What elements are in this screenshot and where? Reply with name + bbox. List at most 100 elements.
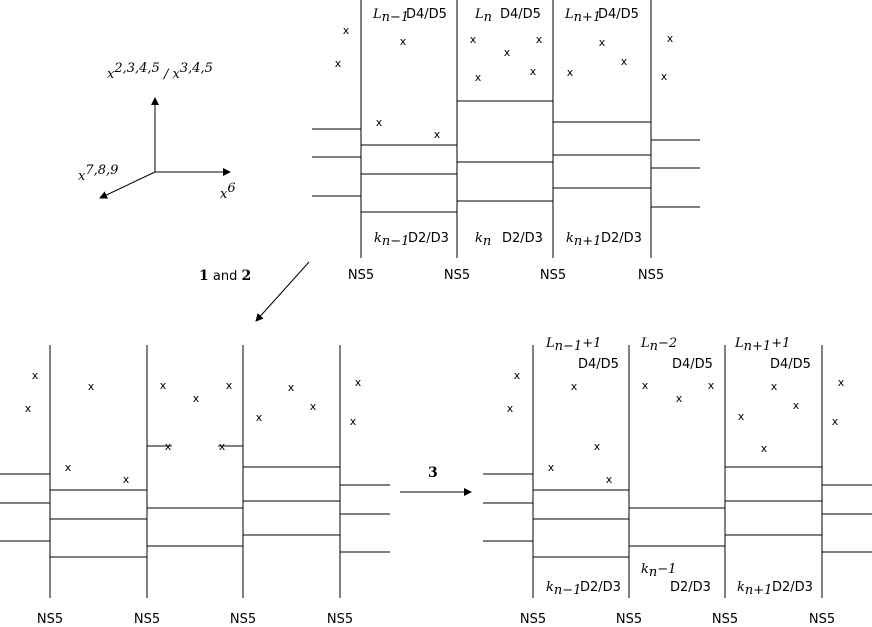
label-k-n+1: kn+1: [566, 231, 601, 249]
axis-label-depth: x7,8,9: [78, 163, 118, 184]
d6-brane-cross: x: [288, 381, 295, 394]
label-d2d3-1: D2/D3: [408, 231, 449, 246]
d6-brane-cross: x: [514, 369, 521, 382]
d6-brane-cross: x: [160, 379, 167, 392]
step-3-label: 3: [428, 465, 438, 481]
result-configuration: x x x x x x x x x x x x x x x Ln−1+1 D4/…: [483, 336, 872, 627]
d6-brane-cross: x: [536, 33, 543, 46]
ns5-label: NS5: [230, 612, 256, 627]
label-k-n: kn: [475, 231, 491, 249]
arrow-step-12: [255, 261, 310, 322]
d6-crosses-top: x x x x x x x x x x x x x x x: [335, 24, 674, 141]
d6-brane-cross: x: [832, 415, 839, 428]
label-L-n+1: Ln+1: [564, 7, 601, 25]
label-k-n-minus-1: kn−1: [641, 562, 676, 580]
d6-brane-cross: x: [504, 46, 511, 59]
d6-brane-cross: x: [470, 33, 477, 46]
d6-brane-cross: x: [793, 399, 800, 412]
d6-brane-cross: x: [226, 379, 233, 392]
label-d4d5-2: D4/D5: [500, 7, 541, 22]
label-L-n-1: Ln−1: [372, 7, 409, 25]
label-L-n-1-plus-1: Ln−1+1: [545, 336, 601, 354]
ns5-label: NS5: [327, 612, 353, 627]
axis-label-vertical: x2,3,4,5 / x3,4,5: [107, 61, 213, 82]
step-12-label: 1 and 2: [199, 268, 251, 284]
d6-brane-cross: x: [256, 411, 263, 424]
d6-brane-cross: x: [661, 70, 668, 83]
d6-brane-cross: x: [32, 369, 39, 382]
ns5-label: NS5: [809, 612, 835, 627]
d6-brane-cross: x: [376, 116, 383, 129]
label-k-n+1-r: kn+1: [737, 580, 772, 598]
d6-brane-cross: x: [606, 473, 613, 486]
ns5-label: NS5: [520, 612, 546, 627]
label-d2d3-r1: D2/D3: [580, 580, 621, 595]
top-configuration: x x x x x x x x x x x x x x x Ln−1 D4/D5…: [312, 0, 700, 283]
d6-brane-cross: x: [667, 32, 674, 45]
d6-brane-cross: x: [88, 380, 95, 393]
ns5-label: NS5: [444, 268, 470, 283]
d6-brane-cross: x: [507, 402, 514, 415]
label-d4d5-r1: D4/D5: [578, 357, 619, 372]
d6-brane-cross: x: [594, 440, 601, 453]
d6-brane-cross: x: [310, 400, 317, 413]
label-k-n-1-r: kn−1: [546, 580, 581, 598]
d6-brane-cross: x: [193, 392, 200, 405]
coordinate-axes: x2,3,4,5 / x3,4,5 x7,8,9 x6: [78, 61, 236, 202]
ns5-label: NS5: [540, 268, 566, 283]
d6-brane-cross: x: [343, 24, 350, 37]
horizontal-branes: [483, 466, 872, 558]
label-L-n: Ln: [474, 7, 492, 25]
d6-brane-cross: x: [400, 35, 407, 48]
d6-brane-cross: x: [642, 379, 649, 392]
d6-brane-cross: x: [530, 65, 537, 78]
step-1-2: 1 and 2: [199, 261, 310, 322]
label-d2d3-2: D2/D3: [502, 231, 543, 246]
label-d4d5-1: D4/D5: [406, 7, 447, 22]
axis-label-horizontal: x6: [220, 181, 236, 202]
d6-brane-cross: x: [123, 473, 130, 486]
d6-brane-cross: x: [771, 380, 778, 393]
d6-brane-cross: x: [434, 128, 441, 141]
d6-brane-cross: x: [25, 402, 32, 415]
horizontal-branes: [0, 445, 390, 558]
d6-brane-cross: x: [335, 57, 342, 70]
label-d4d5-r2: D4/D5: [672, 357, 713, 372]
d6-brane-cross: x: [599, 36, 606, 49]
middle-configuration: x x x x x x x x x x x x x x x NS5 NS5 NS…: [0, 345, 390, 627]
label-k-n-1: kn−1: [374, 231, 409, 249]
label-d2d3-r3: D2/D3: [772, 580, 813, 595]
d6-brane-cross: x: [676, 392, 683, 405]
d6-brane-cross: x: [621, 55, 628, 68]
ns5-label: NS5: [616, 612, 642, 627]
depth-axis: [99, 171, 156, 199]
label-d4d5-3: D4/D5: [598, 7, 639, 22]
d6-brane-cross: x: [165, 440, 172, 453]
ns5-label: NS5: [638, 268, 664, 283]
d6-brane-cross: x: [571, 380, 578, 393]
step-3: 3: [400, 465, 472, 496]
d6-brane-cross: x: [219, 440, 226, 453]
label-d4d5-r3: D4/D5: [770, 357, 811, 372]
ns5-label: NS5: [348, 268, 374, 283]
ns5-label: NS5: [134, 612, 160, 627]
label-L-n+1-plus-1: Ln+1+1: [734, 336, 790, 354]
d6-crosses-result: x x x x x x x x x x x x x x x: [507, 369, 845, 486]
d6-brane-cross: x: [567, 66, 574, 79]
label-d2d3-r2: D2/D3: [670, 580, 711, 595]
ns5-label: NS5: [37, 612, 63, 627]
d6-crosses-middle: x x x x x x x x x x x x x x x: [25, 369, 362, 486]
d6-brane-cross: x: [738, 410, 745, 423]
ns5-label: NS5: [712, 612, 738, 627]
d6-brane-cross: x: [548, 461, 555, 474]
d6-brane-cross: x: [350, 415, 357, 428]
d6-brane-cross: x: [475, 71, 482, 84]
horizontal-branes: [312, 100, 700, 213]
d6-brane-cross: x: [708, 379, 715, 392]
d6-brane-cross: x: [838, 376, 845, 389]
label-L-n-minus-2: Ln−2: [640, 336, 677, 354]
d6-brane-cross: x: [65, 461, 72, 474]
d6-brane-cross: x: [355, 376, 362, 389]
label-d2d3-3: D2/D3: [601, 231, 642, 246]
